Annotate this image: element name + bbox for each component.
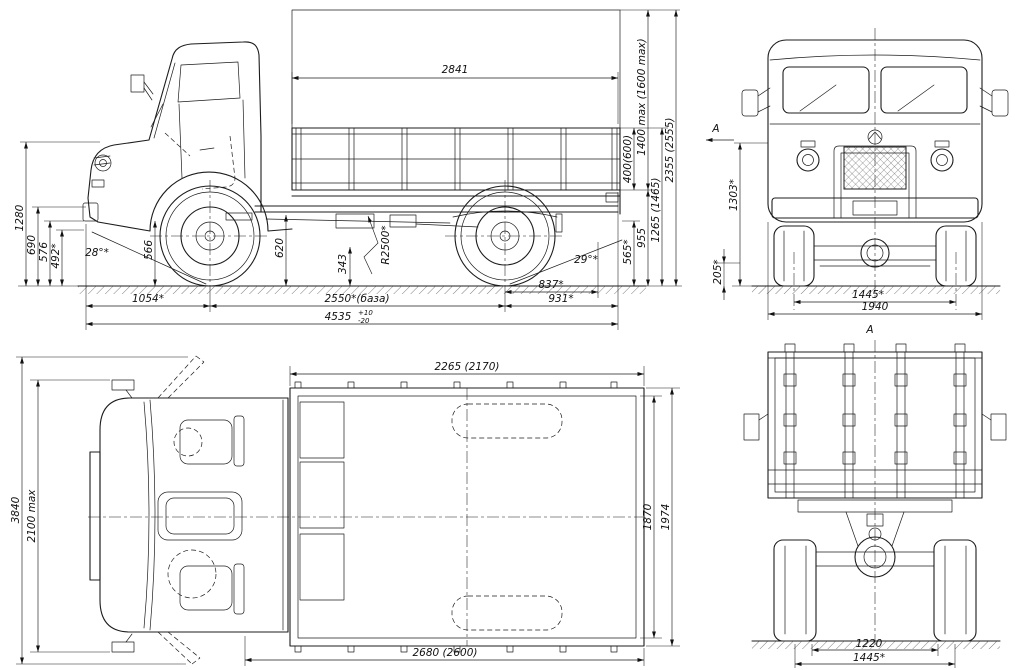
dim-overall-length-label: 4535	[325, 311, 352, 323]
side-chassis	[254, 205, 619, 233]
ramp-radius-leader	[363, 215, 379, 275]
dim-bed-length-bottom-label: 2680 (2600)	[413, 647, 478, 659]
side-ground	[77, 285, 647, 294]
dim-tarp-max-height-label: 1400 max (1600 max)	[636, 38, 648, 155]
door-handle	[199, 147, 215, 151]
dim-bed-outer-width-label: 1974	[660, 504, 672, 531]
plan-door-open-top	[157, 355, 205, 399]
dim-board-height-label: 400(600)	[622, 135, 634, 183]
departure-angle-line	[509, 239, 623, 285]
step	[225, 212, 253, 221]
plan-door-open-bottom	[157, 631, 201, 665]
plan-steering-wheel	[173, 427, 203, 457]
dim-front-track-label: 1445*	[852, 289, 884, 301]
dim-ramp-radius-label: R2500*	[380, 225, 392, 264]
dim-underbody-label: 343	[337, 254, 349, 274]
plan-mirror-top	[111, 379, 135, 391]
dim-floor-height-label: 955	[636, 228, 648, 248]
plan-spare-wheel	[167, 549, 217, 599]
side-bed	[291, 127, 621, 215]
headlight-left	[796, 148, 820, 172]
dim-wheelbase-label: 2550*(база)	[324, 293, 389, 305]
wiper	[150, 103, 164, 128]
windshield-right	[880, 66, 968, 114]
plan-seats	[179, 415, 245, 615]
steering-column	[164, 132, 191, 157]
dim-spring-track-label: 1220	[856, 638, 883, 650]
dim-bed-length-label: 2841	[442, 64, 469, 76]
windshield-left	[782, 66, 870, 114]
rear-mirror-right	[990, 413, 1007, 441]
approach-angle-line	[91, 231, 207, 285]
dim-front-frame-label: 566	[143, 240, 155, 260]
plan-box-3	[299, 533, 345, 601]
headlight	[94, 154, 112, 172]
dim-approach-angle-label: 28°*	[85, 247, 109, 259]
plan-hatch-bottom	[451, 595, 563, 631]
dim-mirrors-width-label: 2100 max	[26, 489, 38, 543]
section-a-label: A	[711, 123, 719, 135]
dim-axle-to-end-label: 837*	[538, 279, 563, 291]
dim-cab-height-label: 1303*	[728, 179, 740, 211]
plan-box-2	[299, 461, 345, 529]
front-dimensions: 1303* 205* 1445* 1940 A	[712, 142, 983, 336]
guard-bar	[833, 145, 917, 219]
rear-view	[743, 340, 1007, 649]
dim-overall-height-label: 2355 (2555)	[664, 118, 676, 183]
dim-bed-length-top-label: 2265 (2170)	[435, 361, 500, 373]
dim-axle-clearance-label: 205*	[712, 259, 724, 284]
view-a-label: A	[865, 324, 873, 336]
dim-front-overhang-label: 1054*	[132, 293, 164, 305]
rear-stake-posts	[783, 343, 967, 499]
plan-cab-outline	[99, 397, 289, 633]
dim-front-clearance-label: 492*	[50, 243, 62, 268]
dim-length-tol-minus: -20	[358, 317, 370, 325]
top-dimensions: 2265 (2170) 2680 (2600) 1870 1974 3840 2…	[10, 356, 680, 666]
front-view	[741, 28, 1009, 310]
plan-hatch-top	[451, 403, 563, 439]
mirror-right	[991, 89, 1009, 117]
dim-rear-frame-height-label: 565*	[622, 239, 634, 264]
side-front-wheel	[150, 180, 270, 296]
side-mirror	[130, 74, 145, 93]
wiper-left	[799, 84, 837, 112]
dim-bumper-bottom-label: 576	[38, 242, 50, 262]
dim-bed-inner-width-label: 1870	[642, 503, 654, 530]
top-view	[88, 355, 645, 665]
dim-rear-overhang-label: 931*	[548, 293, 573, 305]
rear-mirror-left	[743, 413, 760, 441]
mirror-left	[741, 89, 759, 117]
side-cab	[82, 41, 293, 232]
seat-outline	[201, 135, 236, 190]
plan-stake-ticks	[294, 381, 618, 653]
headlight-right	[930, 148, 954, 172]
plan-bumper	[89, 451, 101, 581]
side-window	[177, 61, 241, 103]
dim-doors-open-width-label: 3840	[10, 496, 22, 523]
plan-box-1	[299, 401, 345, 459]
dim-bumper-top-label: 690	[26, 235, 38, 255]
front-bumper	[82, 202, 99, 222]
dim-departure-angle-label: 29°*	[574, 254, 598, 266]
dim-rear-track-label: 1445*	[853, 652, 885, 664]
dim-front-height-label: 1280	[14, 204, 26, 231]
dim-board-top-height-label: 1265 (1465)	[650, 178, 662, 243]
side-dimensions: 2841 1400 max (1600 max) 2355 (2555) 126…	[14, 9, 734, 330]
wiper-right	[897, 84, 935, 112]
plan-windshield	[149, 399, 156, 631]
dim-overall-width-label: 1940	[862, 301, 889, 313]
plan-mirror-bottom	[111, 641, 135, 653]
dim-frame-at-cab-label: 620	[274, 238, 286, 258]
rear-dimensions: 1220 1445*	[794, 638, 956, 668]
side-view	[77, 9, 647, 296]
plan-engine-cover	[157, 491, 243, 541]
dim-length-tol-plus: +10	[358, 309, 373, 317]
